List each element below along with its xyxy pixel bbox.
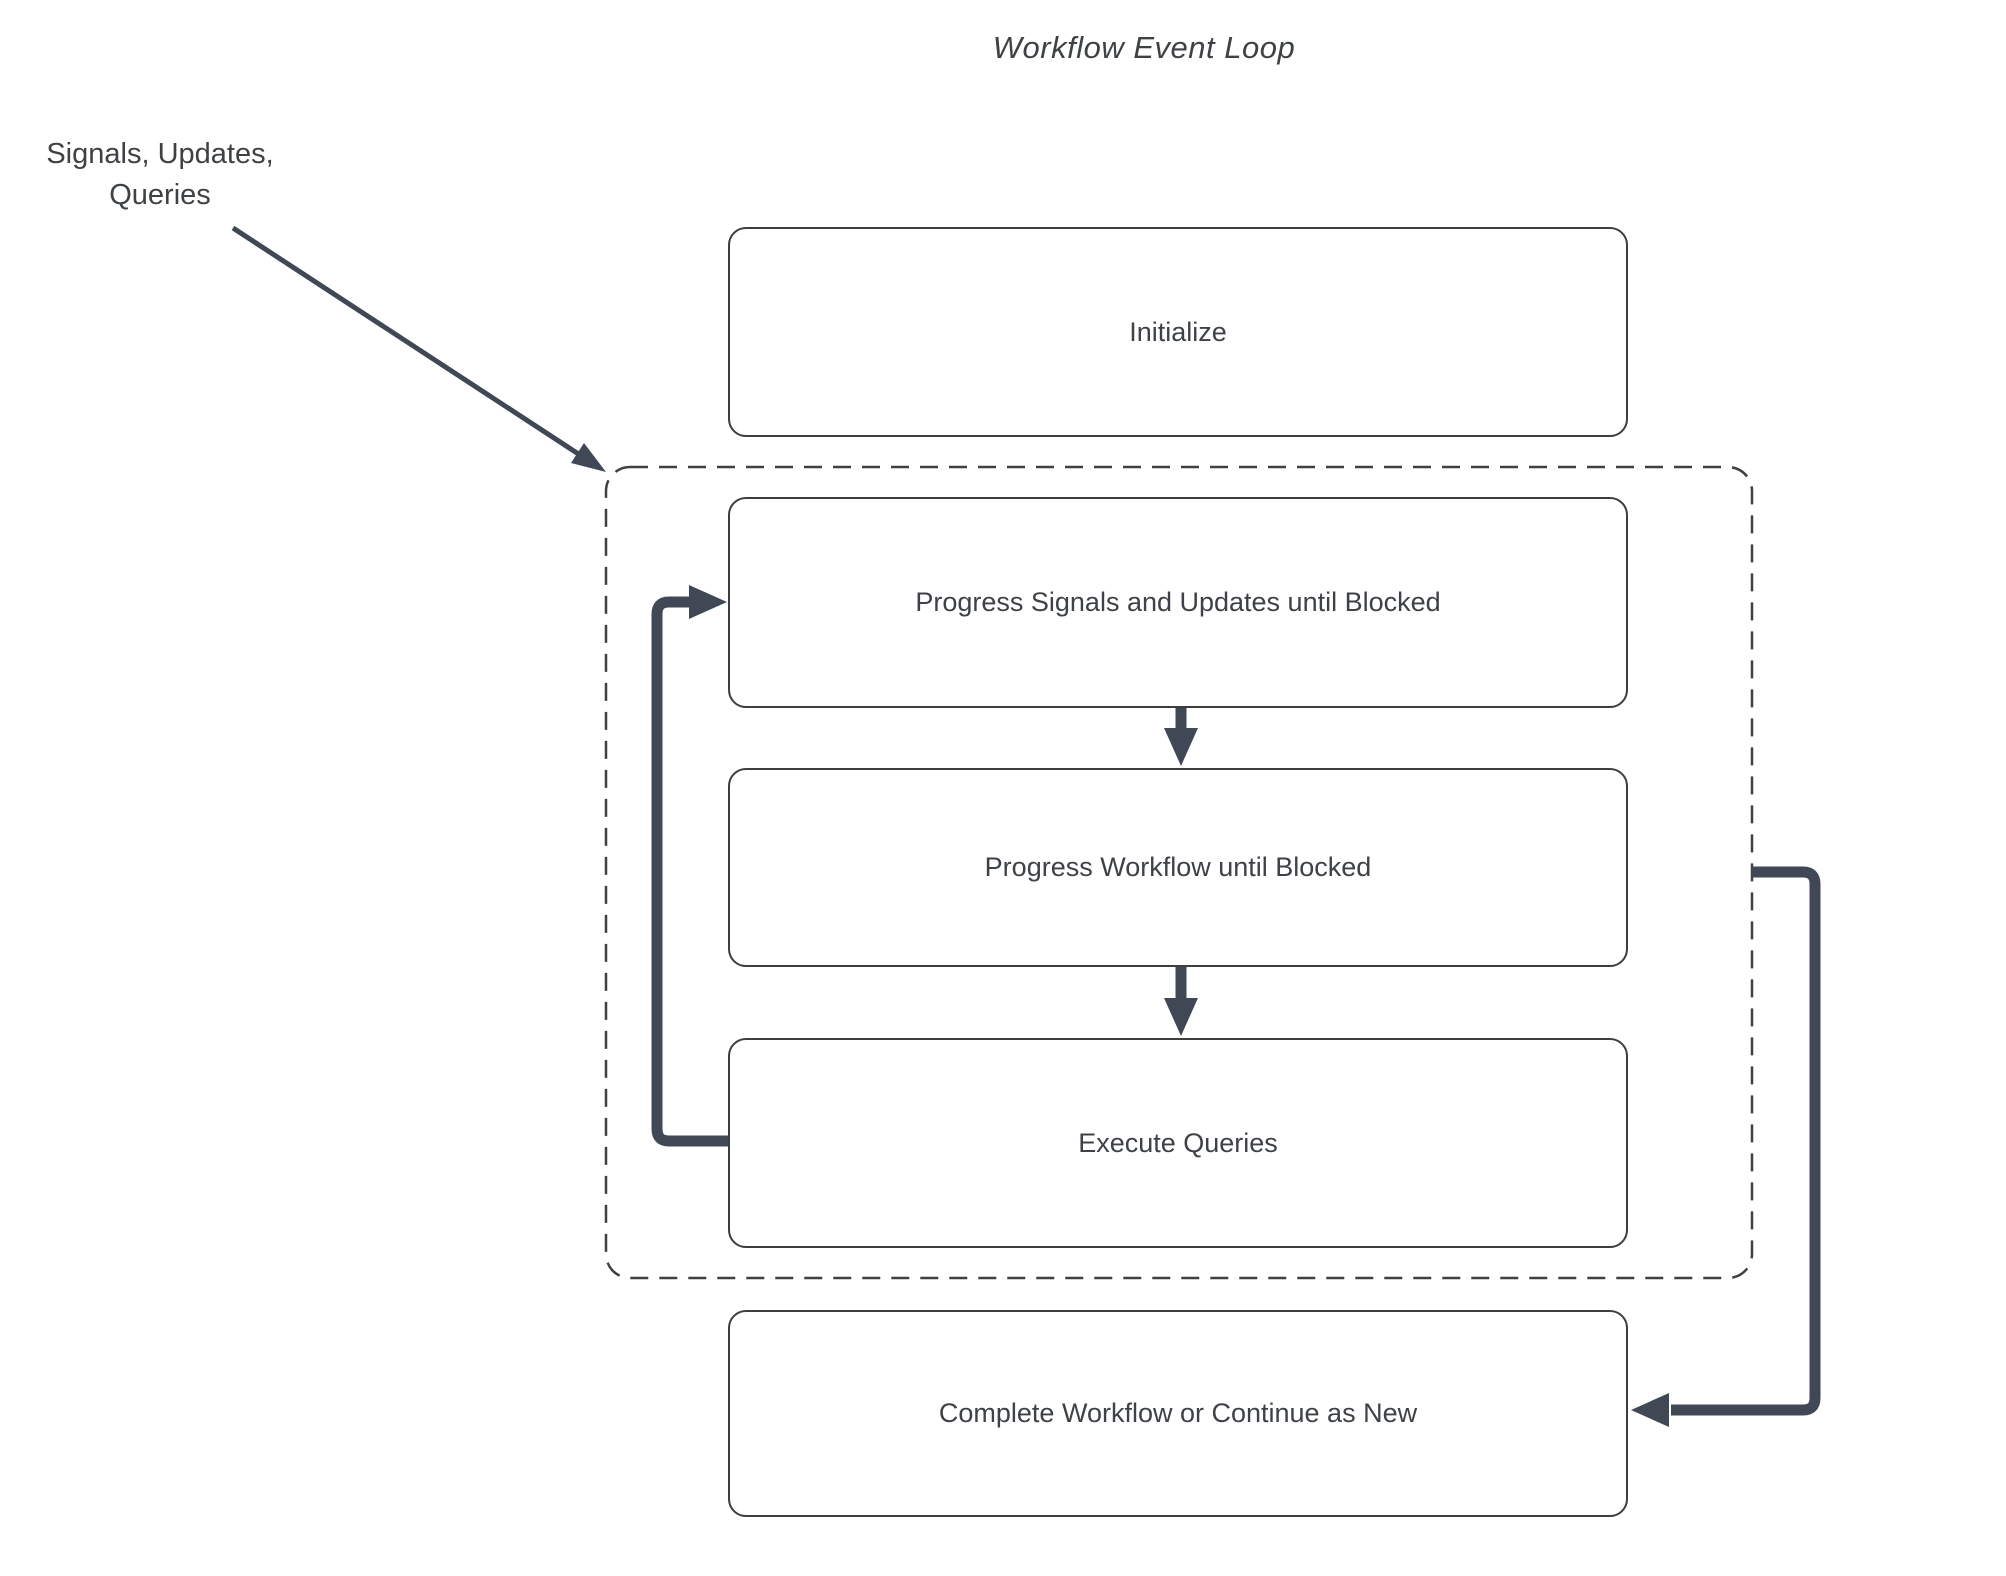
exit-loop-arrow — [1631, 866, 1821, 1427]
node-initialize-label: Initialize — [1129, 316, 1227, 347]
workflow-to-queries-arrow — [1164, 966, 1198, 1036]
arrowhead-icon — [689, 585, 727, 619]
node-progress-signals-updates-label: Progress Signals and Updates until Block… — [915, 587, 1441, 617]
node-progress-workflow-label: Progress Workflow until Blocked — [984, 852, 1372, 882]
loop-back-arrow — [651, 585, 729, 1147]
signals-to-workflow-arrow — [1164, 707, 1198, 766]
node-progress-workflow: Progress Workflow until Blocked — [728, 768, 1628, 967]
arrowhead-icon — [1631, 1393, 1669, 1427]
node-execute-queries-label: Execute Queries — [1078, 1127, 1278, 1158]
arrowhead-icon — [1164, 728, 1198, 766]
node-initialize: Initialize — [728, 227, 1628, 437]
node-complete-workflow-label: Complete Workflow or Continue as New — [938, 1398, 1418, 1428]
node-execute-queries: Execute Queries — [728, 1038, 1628, 1248]
signals-updates-queries-label: Signals, Updates, Queries — [46, 138, 274, 211]
node-complete-workflow: Complete Workflow or Continue as New — [728, 1310, 1628, 1517]
diagram-title: Workflow Event Loop — [992, 30, 1296, 65]
arrowhead-icon — [1164, 998, 1198, 1036]
node-progress-signals-updates: Progress Signals and Updates until Block… — [728, 497, 1628, 708]
arrowhead-icon — [571, 443, 606, 472]
signals-input-arrow — [231, 225, 606, 472]
